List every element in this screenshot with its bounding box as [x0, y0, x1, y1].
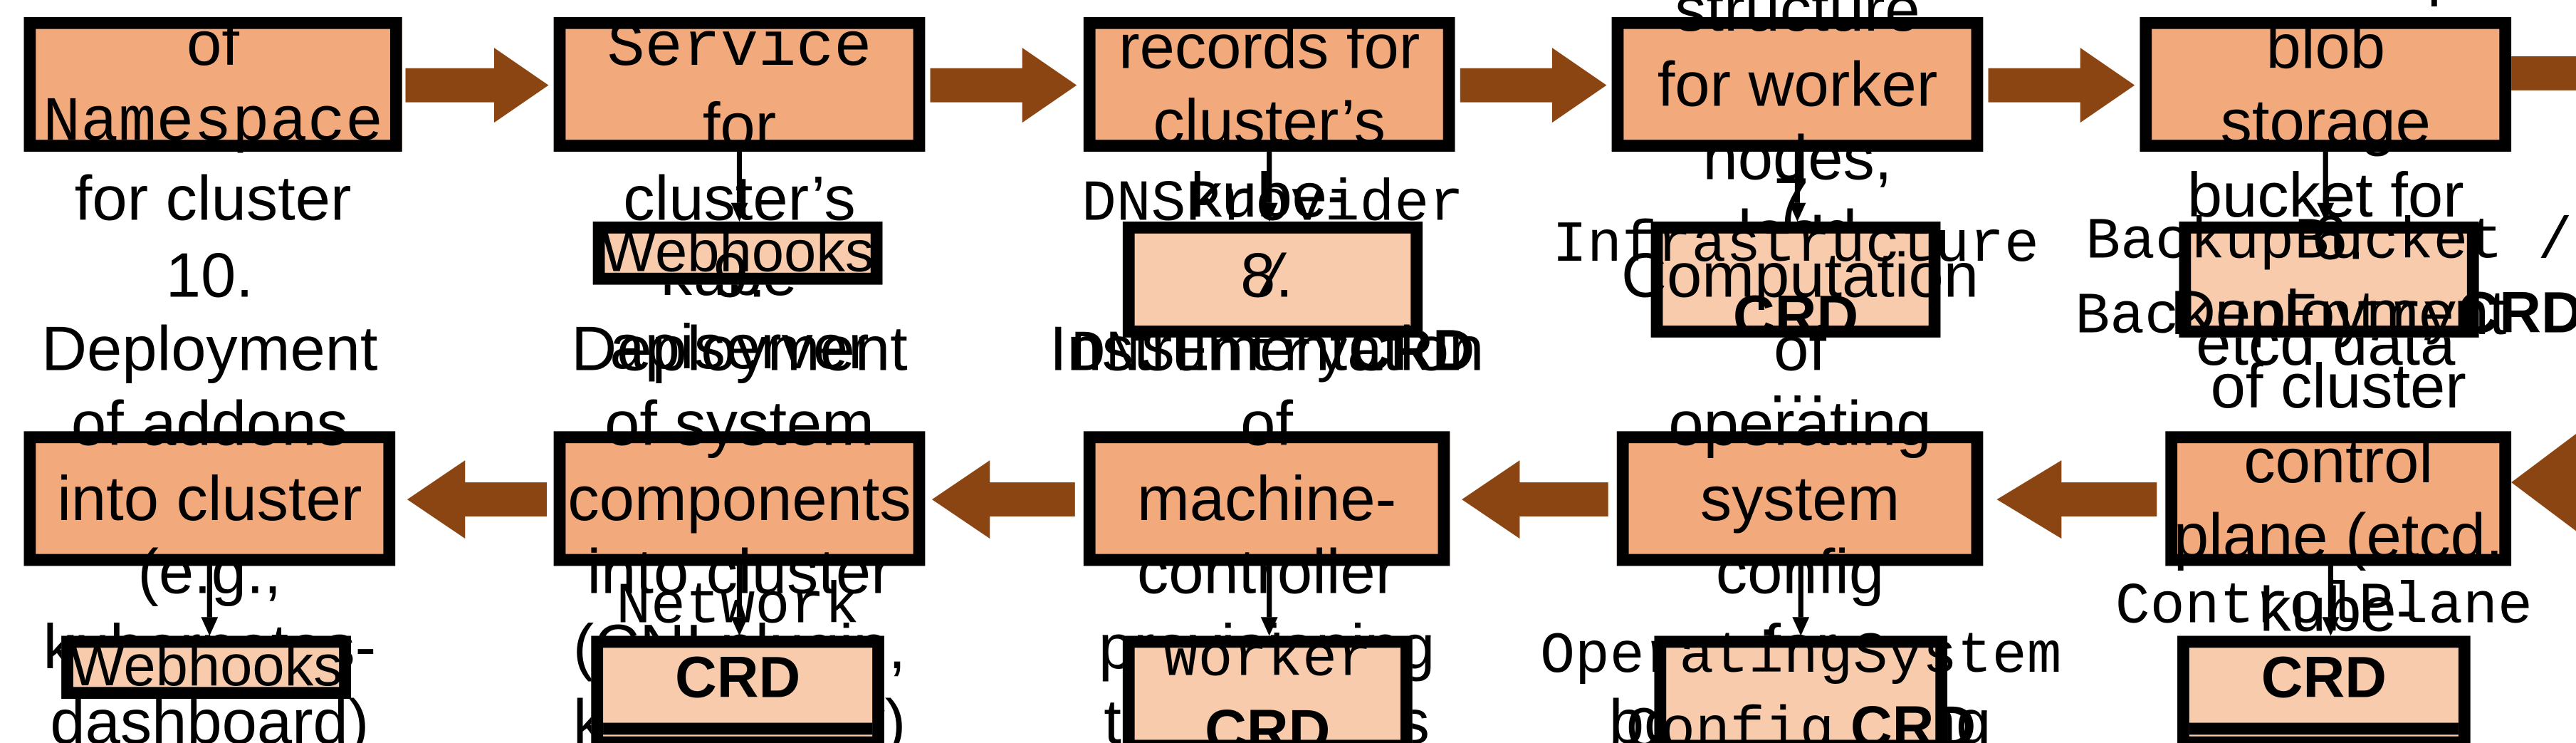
subbox-infrastructure-crd[interactable]: Infrastructure CRD [1552, 214, 2039, 349]
connector-step7-to-osc-crd [1791, 566, 1811, 636]
step-1-line-3: for cluster [74, 164, 352, 234]
subbox-operatingsystemconfig-crd[interactable]: OperatingSystem Config CRD [1540, 626, 2061, 743]
step-2-line-2a: balancer [619, 0, 861, 4]
step-2-line-2b: Service [607, 13, 872, 85]
step-6-line-1: 6. Deployment of cluster [2169, 202, 2507, 422]
worker-crd-line-1: Worker [1163, 628, 1372, 694]
subbox-step10-webhooks[interactable]: Webhooks [61, 634, 351, 699]
step-box-9[interactable]: 9. Deployment of system components into … [553, 240, 926, 743]
controlplane-crd-suffix: CRD [2261, 645, 2387, 710]
worker-crd-line-2: CRD [1205, 697, 1331, 743]
backup-crd-line-2a: BackupEntry [2075, 286, 2458, 351]
step-8-line-2: machine-controller [1137, 463, 1397, 608]
connector-step8-to-worker-crd [1259, 566, 1279, 636]
infrastructure-crd-line-1: Infrastructure [1552, 214, 2039, 279]
step-4-line-2: structure for worker [1657, 0, 1938, 119]
connector-step9-to-network-crd [729, 566, 750, 636]
connector-step2-to-webhooks [729, 151, 750, 222]
subbox-cell-webhooks: Webhooks [602, 208, 874, 298]
subbox-dns-crd[interactable]: DNSProvider / DNSEntryCRD [1071, 175, 1475, 389]
step-1-line-2: Namespace [43, 88, 384, 160]
connector-step4-to-infrastructure-crd [1787, 151, 1808, 222]
subbox-cell-osc-crd: OperatingSystem Config CRD [1540, 609, 2061, 743]
connector-step3-to-dns-crd [1259, 151, 1279, 222]
webhooks-label: Webhooks [601, 219, 874, 285]
osc-crd-line-1: OperatingSystem [1540, 625, 2062, 691]
step-box-4[interactable]: 4. Preparation of infra- structure for w… [1611, 0, 1984, 417]
subbox-step2-webhooks[interactable]: Webhooks [592, 220, 883, 285]
arrow-step8-to-step9 [931, 460, 1075, 539]
connector-step6-to-controlplane-crd [2320, 566, 2341, 636]
step-8-line-1: 8. Instrumentation of [1049, 239, 1485, 459]
connector-step5-to-backup-crd [2315, 151, 2336, 222]
step-box-6[interactable]: 6. Deployment of cluster control plane (… [2165, 202, 2512, 743]
arrow-step5-to-step6-wrap [2511, 56, 2576, 534]
step-10-line-1: 10. Deployment of addons [41, 239, 378, 459]
subbox-cell-infrastructure-crd: Infrastructure CRD [1552, 197, 2039, 362]
dns-crd-line-2b: CRD [1349, 318, 1475, 384]
arrow-step2-to-step3 [930, 48, 1077, 123]
step-5-line-1: 5. Preparation of backup [2162, 0, 2488, 7]
subbox-cell-webhooks: Webhooks [603, 723, 873, 743]
step-box-1[interactable]: 1. Creation of Namespace for cluster [23, 0, 402, 234]
dns-crd-line-1: DNSProvider / [1081, 174, 1464, 314]
arrow-step9-to-step10 [407, 460, 548, 539]
step-box-10[interactable]: 10. Deployment of addons into cluster (e… [23, 240, 396, 743]
step-6-line-2: control plane (etcd, [2173, 425, 2503, 571]
subbox-backup-crd[interactable]: BackupBucket / BackupEntryCRD [2075, 212, 2576, 351]
subbox-network-crd-webhooks[interactable]: Network CRD Webhooks [591, 576, 884, 743]
arrow-step7-to-step8 [1462, 460, 1608, 539]
arrow-step1-to-step2 [405, 48, 549, 123]
connector-step10-to-webhooks [199, 566, 220, 636]
step-9-line-1: 9. Deployment of system [571, 239, 908, 459]
subbox-controlplane-crd-webhooks[interactable]: ControlPlane CRD Webhooks [2115, 576, 2533, 743]
step-box-5[interactable]: 5. Preparation of backup blob storage bu… [2140, 0, 2512, 379]
step-box-3[interactable]: 3. Creation of DNS records for cluster’s… [1083, 0, 1455, 305]
arrow-step3-to-step4 [1460, 48, 1607, 123]
step-1-line-1: 1. Creation of [59, 0, 367, 78]
subbox-cell-webhooks: Webhooks [2189, 723, 2459, 743]
infrastructure-crd-line-2: CRD [1732, 284, 1859, 349]
step-box-2[interactable]: 2. Creation of load balancer Service for… [553, 0, 926, 383]
subbox-cell-network-crd: Network CRD [603, 558, 872, 723]
webhooks-label: Webhooks [70, 634, 343, 700]
osc-crd-line-2a: Config [1625, 700, 1835, 743]
step-7-line-2: operating system config [1668, 388, 1932, 608]
subbox-cell-controlplane-crd: ControlPlane CRD [2115, 558, 2533, 723]
backup-crd-line-2b: CRD [2457, 281, 2576, 346]
step-7-line-1: 7. Computation of [1621, 165, 1979, 385]
subbox-cell-dns-crd: DNSProvider / DNSEntryCRD [1071, 157, 1475, 402]
backup-crd-line-1: BackupBucket / [2085, 212, 2572, 277]
step-box-8[interactable]: 8. Instrumentation of machine-controller… [1049, 240, 1484, 743]
network-crd-label: Network [616, 576, 859, 641]
subbox-cell-webhooks: Webhooks [70, 623, 343, 712]
step-3-line-1: 3. Creation of DNS [1115, 0, 1423, 7]
subbox-worker-crd[interactable]: Worker CRD [1122, 628, 1413, 743]
arrow-step4-to-step5 [1988, 48, 2135, 123]
osc-crd-line-2b: CRD [1850, 695, 1976, 743]
step-2-line-2c: for [702, 89, 777, 160]
subbox-cell-worker-crd: Worker CRD [1135, 611, 1400, 743]
subbox-cell-backup-crd: BackupBucket / BackupEntryCRD [2075, 194, 2576, 364]
controlplane-crd-label: ControlPlane [2115, 576, 2533, 641]
dns-crd-line-2a: DNSEntry [1071, 323, 1349, 389]
step-3-line-2: records for cluster’s [1119, 11, 1420, 156]
network-crd-suffix: CRD [674, 645, 801, 710]
arrow-step6-to-step7 [1996, 460, 2157, 539]
step-box-7[interactable]: 7. Computation of operating system confi… [1609, 165, 1991, 743]
